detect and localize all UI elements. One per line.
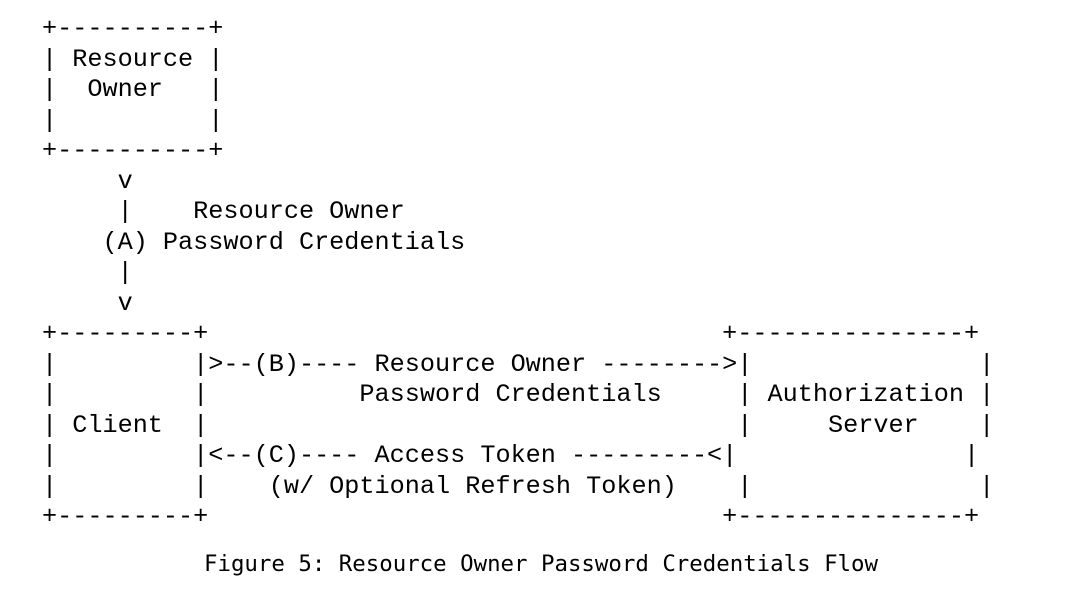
ascii-art-diagram: +----------+ | Resource | | Owner | | | …: [42, 14, 995, 531]
figure-caption: Figure 5: Resource Owner Password Creden…: [203, 551, 878, 577]
